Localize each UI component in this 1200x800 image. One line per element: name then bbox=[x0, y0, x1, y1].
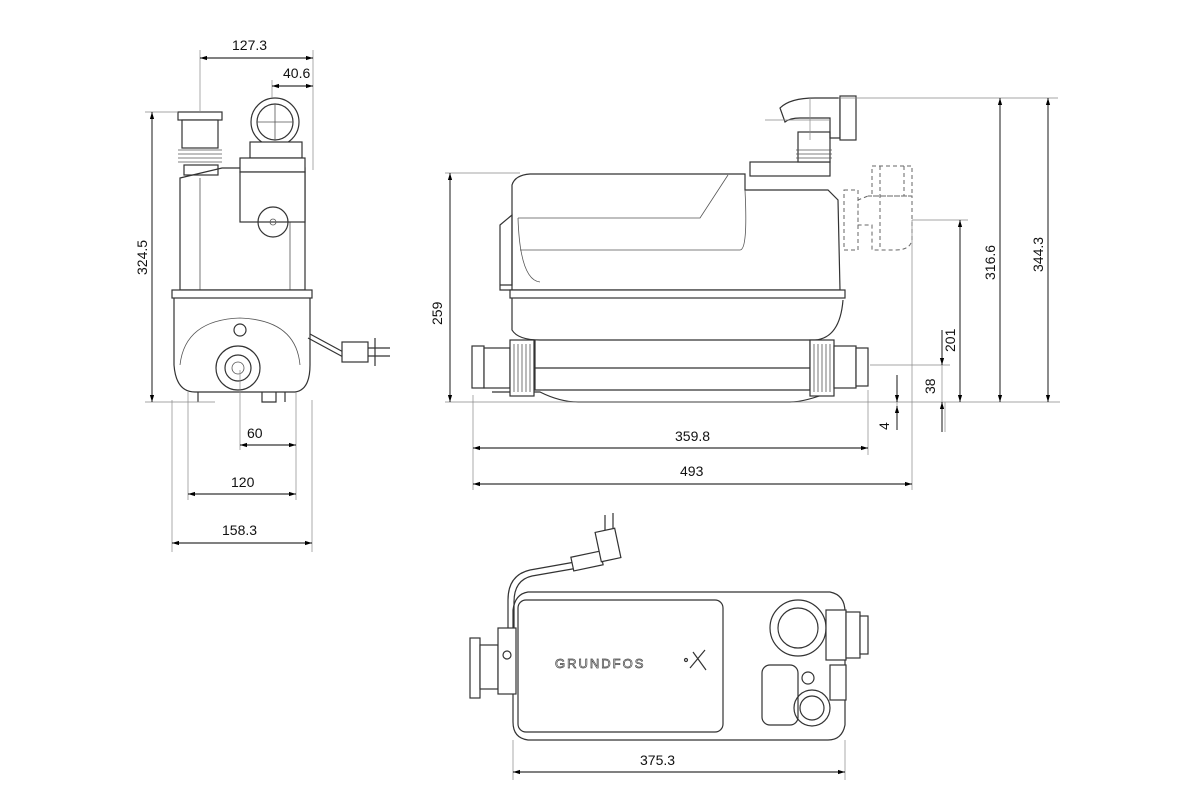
dim-side-height: 324.5 bbox=[134, 240, 150, 275]
side-cable bbox=[307, 337, 346, 359]
dim-width-top: 127.3 bbox=[232, 37, 267, 53]
front-left-inlet bbox=[471, 339, 535, 397]
side-lower-body bbox=[173, 298, 311, 393]
dim-top-width: 375.3 bbox=[640, 752, 675, 768]
top-left-inlet bbox=[469, 627, 517, 699]
dim-foot-height: 4 bbox=[876, 422, 892, 430]
front-alt-outlet-dashed bbox=[843, 165, 913, 251]
side-lid-seam bbox=[171, 289, 313, 299]
side-upper-body bbox=[179, 167, 306, 291]
grundfos-logo: GRUNDFOS bbox=[555, 656, 645, 671]
top-right-inlet bbox=[793, 689, 831, 727]
top-cable bbox=[507, 561, 576, 640]
front-right-inlet bbox=[809, 339, 869, 397]
grundfos-x-icon bbox=[689, 649, 707, 671]
front-outlet-fitting bbox=[749, 95, 857, 177]
front-view: 259 359.8 493 201 38 4 316.6 344.3 bbox=[429, 95, 1060, 490]
side-motor-block bbox=[239, 171, 306, 223]
top-lid bbox=[517, 599, 724, 733]
dim-total-height: 344.3 bbox=[1030, 237, 1046, 272]
top-plug-icon bbox=[594, 527, 622, 563]
dim-body-height: 259 bbox=[429, 301, 445, 325]
top-plug-strain-relief bbox=[570, 550, 604, 572]
side-view: 127.3 40.6 324.5 60 120 158.3 bbox=[134, 37, 390, 552]
dim-outlet-height: 201 bbox=[942, 328, 958, 352]
front-lid-seam bbox=[509, 289, 846, 299]
front-upper-body bbox=[511, 173, 841, 291]
dim-inlet-height: 38 bbox=[922, 378, 938, 394]
front-lower-body bbox=[511, 298, 844, 341]
dim-outlet-offset: 40.6 bbox=[283, 65, 310, 81]
top-view: GRUNDFOS 375.3 bbox=[469, 513, 869, 780]
side-outlet-fitting bbox=[239, 97, 306, 173]
side-vent-fitting bbox=[177, 111, 223, 176]
dim-side-width: 158.3 bbox=[222, 522, 257, 538]
side-inlet bbox=[215, 345, 261, 391]
dim-foot-spacing: 120 bbox=[231, 474, 255, 490]
top-right-outlet bbox=[769, 599, 869, 661]
dim-inlet-offset: 60 bbox=[247, 425, 263, 441]
dim-vent-height: 316.6 bbox=[982, 245, 998, 280]
side-plug-icon bbox=[341, 341, 369, 363]
dim-inlet-spacing: 359.8 bbox=[675, 428, 710, 444]
dim-length: 493 bbox=[680, 463, 704, 479]
